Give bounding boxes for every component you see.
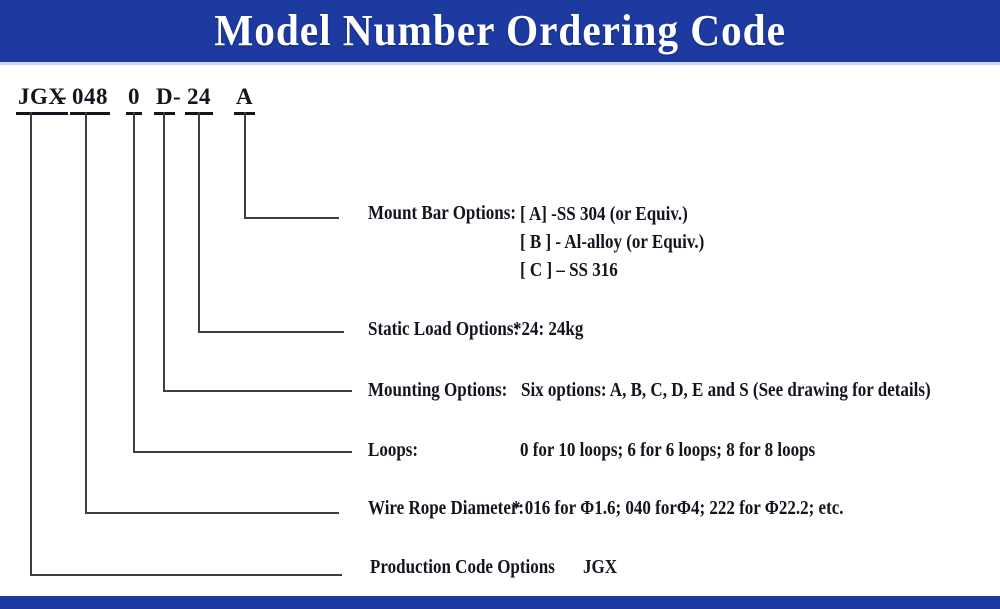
- label-wire-rope-diameter: Wire Rope Diameter:: [368, 497, 525, 519]
- connector-static-load: [198, 112, 344, 333]
- mount-bar-option-b: [ B ] - Al-alloy (or Equiv.): [520, 231, 705, 253]
- label-mounting-options: Mounting Options:: [368, 379, 508, 401]
- connector-mount-bar: [244, 112, 339, 219]
- value-loops: 0 for 10 loops; 6 for 6 loops; 8 for 8 l…: [520, 439, 816, 461]
- code-segment-mount-bar: A: [234, 84, 256, 116]
- value-mount-bar-options: [ A] -SS 304 (or Equiv.) [ B ] - Al-allo…: [520, 200, 704, 284]
- code-segment-wire-diameter: 048: [70, 84, 110, 116]
- label-production-code-options: Production Code Options: [370, 556, 555, 578]
- code-segment-mounting: D: [154, 84, 176, 116]
- code-dash: -: [59, 84, 68, 109]
- code-dash: -: [173, 84, 182, 109]
- title-banner: Model Number Ordering Code: [0, 0, 1000, 62]
- label-loops: Loops:: [368, 439, 419, 461]
- bottom-rule-bar: [0, 596, 1000, 609]
- value-wire-rope-diameter: * 016 for Φ1.6; 040 forΦ4; 222 for Φ22.2…: [512, 497, 844, 519]
- value-mounting-options: Six options: A, B, C, D, E and S (See dr…: [521, 379, 931, 401]
- connector-wire-diameter: [85, 112, 339, 514]
- label-static-load-options: Static Load Options:: [368, 318, 520, 340]
- page-title: Model Number Ordering Code: [214, 6, 786, 55]
- code-segment-static-load: 24: [185, 84, 213, 116]
- connector-loops: [133, 112, 352, 453]
- label-mount-bar-options: Mount Bar Options:: [368, 202, 516, 224]
- value-production-code: JGX: [583, 556, 617, 578]
- mount-bar-option-a: [ A] -SS 304 (or Equiv.): [520, 203, 688, 225]
- code-segment-production-code: JGX: [16, 84, 68, 116]
- mount-bar-option-c: [ C ] – SS 316: [520, 259, 618, 281]
- value-static-load-options: *24: 24kg: [513, 318, 584, 340]
- connector-production-code: [30, 112, 342, 576]
- connector-mounting: [163, 112, 352, 392]
- code-segment-loops: 0: [126, 84, 142, 116]
